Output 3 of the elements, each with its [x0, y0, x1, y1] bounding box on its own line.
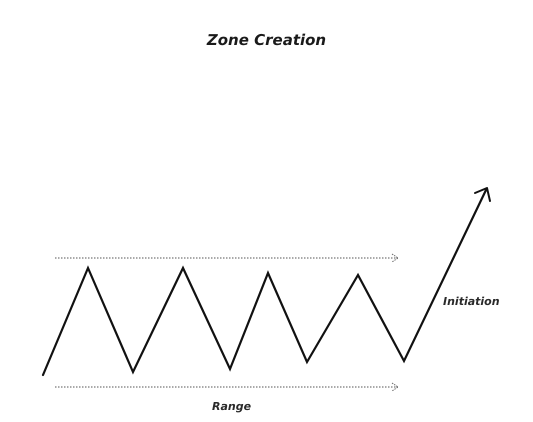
text-label: Range	[212, 400, 252, 414]
diagram-title: Zone Creation	[206, 30, 328, 50]
text-label: Initiation	[443, 295, 500, 309]
